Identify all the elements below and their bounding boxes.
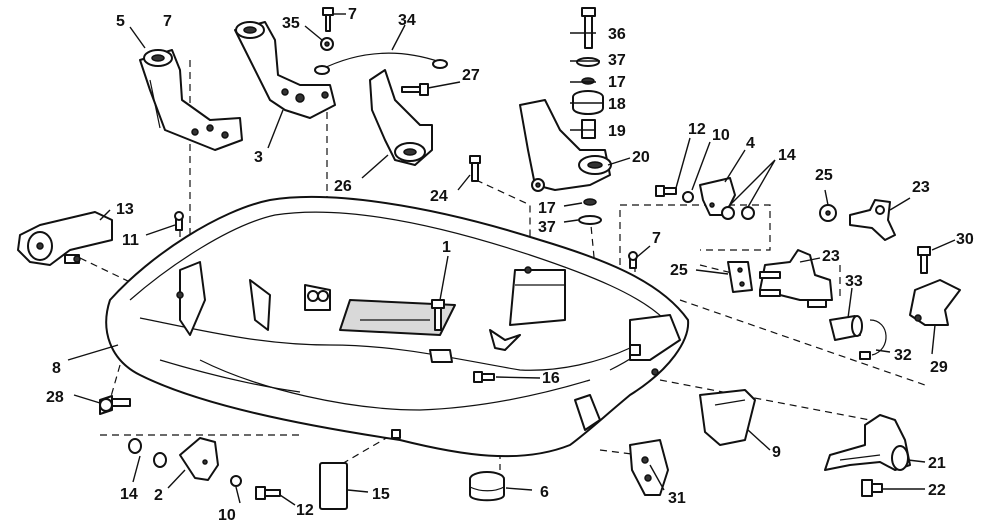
callout-26: 26 <box>334 178 352 195</box>
part-7-screw-top <box>322 7 334 32</box>
callout-1: 1 <box>442 239 451 256</box>
callout-7: 7 <box>163 13 172 30</box>
callout-35: 35 <box>282 15 300 32</box>
part-32-clip <box>859 319 887 360</box>
part-6-grommet <box>469 471 505 502</box>
callout-17: 17 <box>608 74 626 91</box>
callout-28: 28 <box>46 389 64 406</box>
callout-36: 36 <box>608 26 626 43</box>
callout-2: 2 <box>154 487 163 504</box>
callout-20: 20 <box>632 149 650 166</box>
callout-16: 16 <box>542 370 560 387</box>
part-33-sleeve <box>829 315 863 341</box>
part-37-washer-lower <box>578 215 602 225</box>
callout-7: 7 <box>652 230 661 247</box>
callout-13: 13 <box>116 201 134 218</box>
part-25-plate-lower <box>727 261 753 293</box>
part-14-washers-upper <box>721 206 755 220</box>
part-22-screw <box>861 479 883 497</box>
callout-12: 12 <box>688 121 706 138</box>
leader-lines <box>67 13 956 506</box>
callout-34: 34 <box>398 12 416 29</box>
callout-37: 37 <box>608 52 626 69</box>
callout-23: 23 <box>912 179 930 196</box>
part-26-bracket <box>369 69 433 166</box>
part-29-bracket <box>909 279 961 326</box>
callout-23: 23 <box>822 248 840 265</box>
part-9-pad <box>699 389 756 446</box>
callout-19: 19 <box>608 123 626 140</box>
part-34-ground-strap <box>314 52 448 75</box>
part-19-sleeve <box>581 119 596 139</box>
callout-6: 6 <box>540 484 549 501</box>
part-25-washer-upper <box>819 204 837 222</box>
callout-11: 11 <box>122 232 139 249</box>
callout-37: 37 <box>538 219 556 236</box>
part-2-latch <box>179 437 219 481</box>
part-21-latch <box>824 414 911 471</box>
callout-15: 15 <box>372 486 390 503</box>
part-30-screw <box>917 246 931 274</box>
callout-14: 14 <box>778 147 796 164</box>
callout-30: 30 <box>956 231 974 248</box>
part-1-screw <box>431 299 445 331</box>
callout-10: 10 <box>218 507 236 524</box>
callout-7: 7 <box>348 6 357 23</box>
callout-12: 12 <box>296 502 314 519</box>
part-37-washer-top <box>576 57 600 67</box>
part-17-washer-lower <box>583 198 597 206</box>
part-10-washer-lower <box>230 475 242 487</box>
part-23-latch-lower <box>759 249 833 308</box>
part-13-lever <box>17 211 113 266</box>
callout-14: 14 <box>120 486 138 503</box>
callout-29: 29 <box>930 359 948 376</box>
part-7-pin-right <box>628 251 638 269</box>
callout-25: 25 <box>670 262 688 279</box>
part-15-pad <box>319 462 348 510</box>
callout-17: 17 <box>538 200 556 217</box>
callout-32: 32 <box>894 347 912 364</box>
part-14-washers-lower <box>128 438 167 468</box>
callout-27: 27 <box>462 67 480 84</box>
part-18-grommet-top <box>572 90 604 115</box>
part-35-star-washer <box>320 37 334 51</box>
part-23-hook-upper <box>849 199 896 241</box>
part-20-bracket <box>519 99 612 192</box>
part-10-washer-upper <box>682 191 694 203</box>
part-12-screw-lower <box>255 486 281 500</box>
callout-31: 31 <box>668 490 686 507</box>
callout-33: 33 <box>845 273 863 290</box>
part-24-screw <box>469 155 481 182</box>
part-17-washer-top <box>581 77 595 85</box>
callout-18: 18 <box>608 96 626 113</box>
callout-21: 21 <box>928 455 946 472</box>
callout-9: 9 <box>772 444 781 461</box>
callout-labels: 5 7 35 7 34 36 37 17 18 19 12 10 4 14 27… <box>46 6 974 524</box>
callout-24: 24 <box>430 188 448 205</box>
callout-25: 25 <box>815 167 833 184</box>
part-27-screw <box>401 83 429 96</box>
part-36-bolt <box>581 7 596 49</box>
callout-5: 5 <box>116 13 125 30</box>
callout-22: 22 <box>928 482 946 499</box>
callout-8: 8 <box>52 360 61 377</box>
callout-4: 4 <box>746 135 755 152</box>
lower-motor-cover <box>105 196 690 458</box>
part-12-screw-upper <box>655 185 677 197</box>
callout-3: 3 <box>254 149 263 166</box>
part-3-bracket <box>234 21 336 119</box>
part-5-bracket <box>139 49 243 151</box>
part-28-screw <box>99 395 131 415</box>
part-11-pin <box>174 211 184 231</box>
callout-10: 10 <box>712 127 730 144</box>
part-16-screw <box>473 371 495 383</box>
